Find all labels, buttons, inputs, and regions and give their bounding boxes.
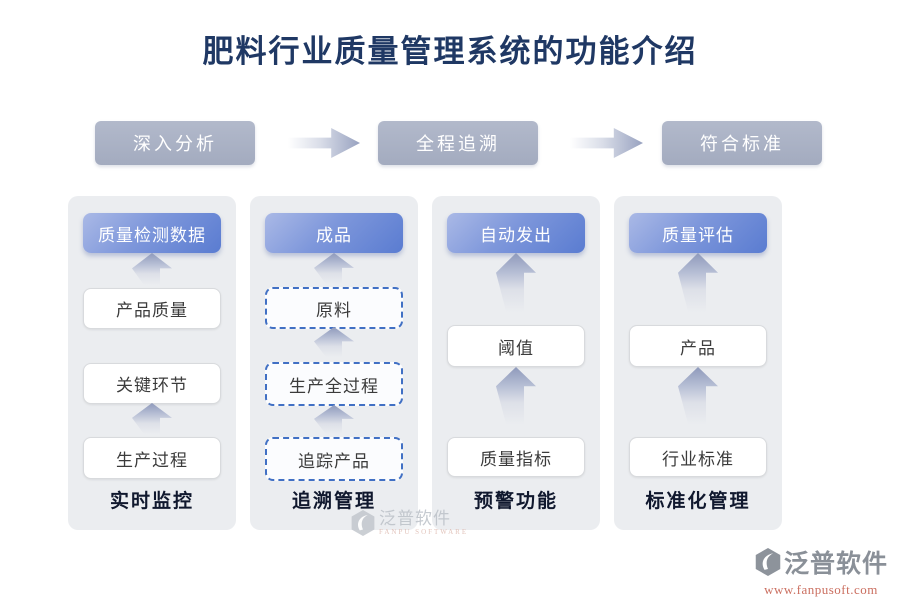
flow-step-meet-standard: 符合标准 <box>662 121 822 165</box>
panel-realtime-monitoring: 质量检测数据 产品质量 关键环节 生产过程 实时监控 <box>68 196 236 530</box>
panel-standardization: 质量评估 产品 行业标准 标准化管理 <box>614 196 782 530</box>
panel-trace-management: 成品 原料 生产全过程 追踪产品 追溯管理 <box>250 196 418 530</box>
flow-step-full-trace: 全程追溯 <box>378 121 538 165</box>
flow-box: 质量指标 <box>447 437 585 477</box>
watermark-brand: 泛普软件 <box>379 509 451 528</box>
flow-box-dashed: 追踪产品 <box>265 437 403 481</box>
flow-box: 生产过程 <box>83 437 221 479</box>
columns-container: 质量检测数据 产品质量 关键环节 生产过程 实时监控 成品 原料 生产全过程 追… <box>68 196 782 530</box>
flow-box-dashed: 原料 <box>265 287 403 329</box>
column-label: 实时监控 <box>109 491 194 512</box>
column-header: 质量评估 <box>629 213 767 253</box>
watermark-subtitle: FANPU SOFTWARE <box>379 528 469 536</box>
up-arrow-icon <box>496 253 536 319</box>
column-header: 质量检测数据 <box>83 213 221 253</box>
flow-row: 深入分析 全程追溯 符合标准 <box>95 120 822 166</box>
up-arrow-icon <box>678 253 718 319</box>
footer-url: www.fanpusoft.com <box>764 582 878 597</box>
panel-warning-function: 自动发出 阈值 质量指标 预警功能 <box>432 196 600 530</box>
footer-brand: 泛普软件 <box>783 550 888 578</box>
up-arrow-icon <box>314 327 354 357</box>
right-arrow-icon <box>288 128 360 158</box>
column-header: 成品 <box>265 213 403 253</box>
flow-step-deep-analysis: 深入分析 <box>95 121 255 165</box>
flow-box: 产品 <box>629 325 767 367</box>
flow-box-dashed: 生产全过程 <box>265 362 403 406</box>
up-arrow-icon <box>314 253 354 284</box>
right-arrow-icon <box>570 128 643 158</box>
column-label: 标准化管理 <box>645 491 751 512</box>
fanpu-logo-icon <box>350 509 376 542</box>
flow-box: 关键环节 <box>83 363 221 404</box>
flow-box: 行业标准 <box>629 437 767 477</box>
up-arrow-icon <box>496 367 536 431</box>
column-label: 预警功能 <box>473 491 558 512</box>
center-watermark: 泛普软件 FANPU SOFTWARE <box>350 509 468 542</box>
column-label: 追溯管理 <box>291 491 376 512</box>
page-title: 肥料行业质量管理系统的功能介绍 <box>202 34 698 69</box>
up-arrow-icon <box>314 405 354 434</box>
up-arrow-icon <box>678 367 718 431</box>
fanpu-logo-icon <box>754 547 782 582</box>
up-arrow-icon <box>132 253 172 285</box>
column-header: 自动发出 <box>447 213 585 253</box>
footer-logo: 泛普软件 www.fanpusoft.com <box>754 547 888 598</box>
flow-box: 产品质量 <box>83 288 221 329</box>
flow-box: 阈值 <box>447 325 585 367</box>
up-arrow-icon <box>132 403 172 434</box>
